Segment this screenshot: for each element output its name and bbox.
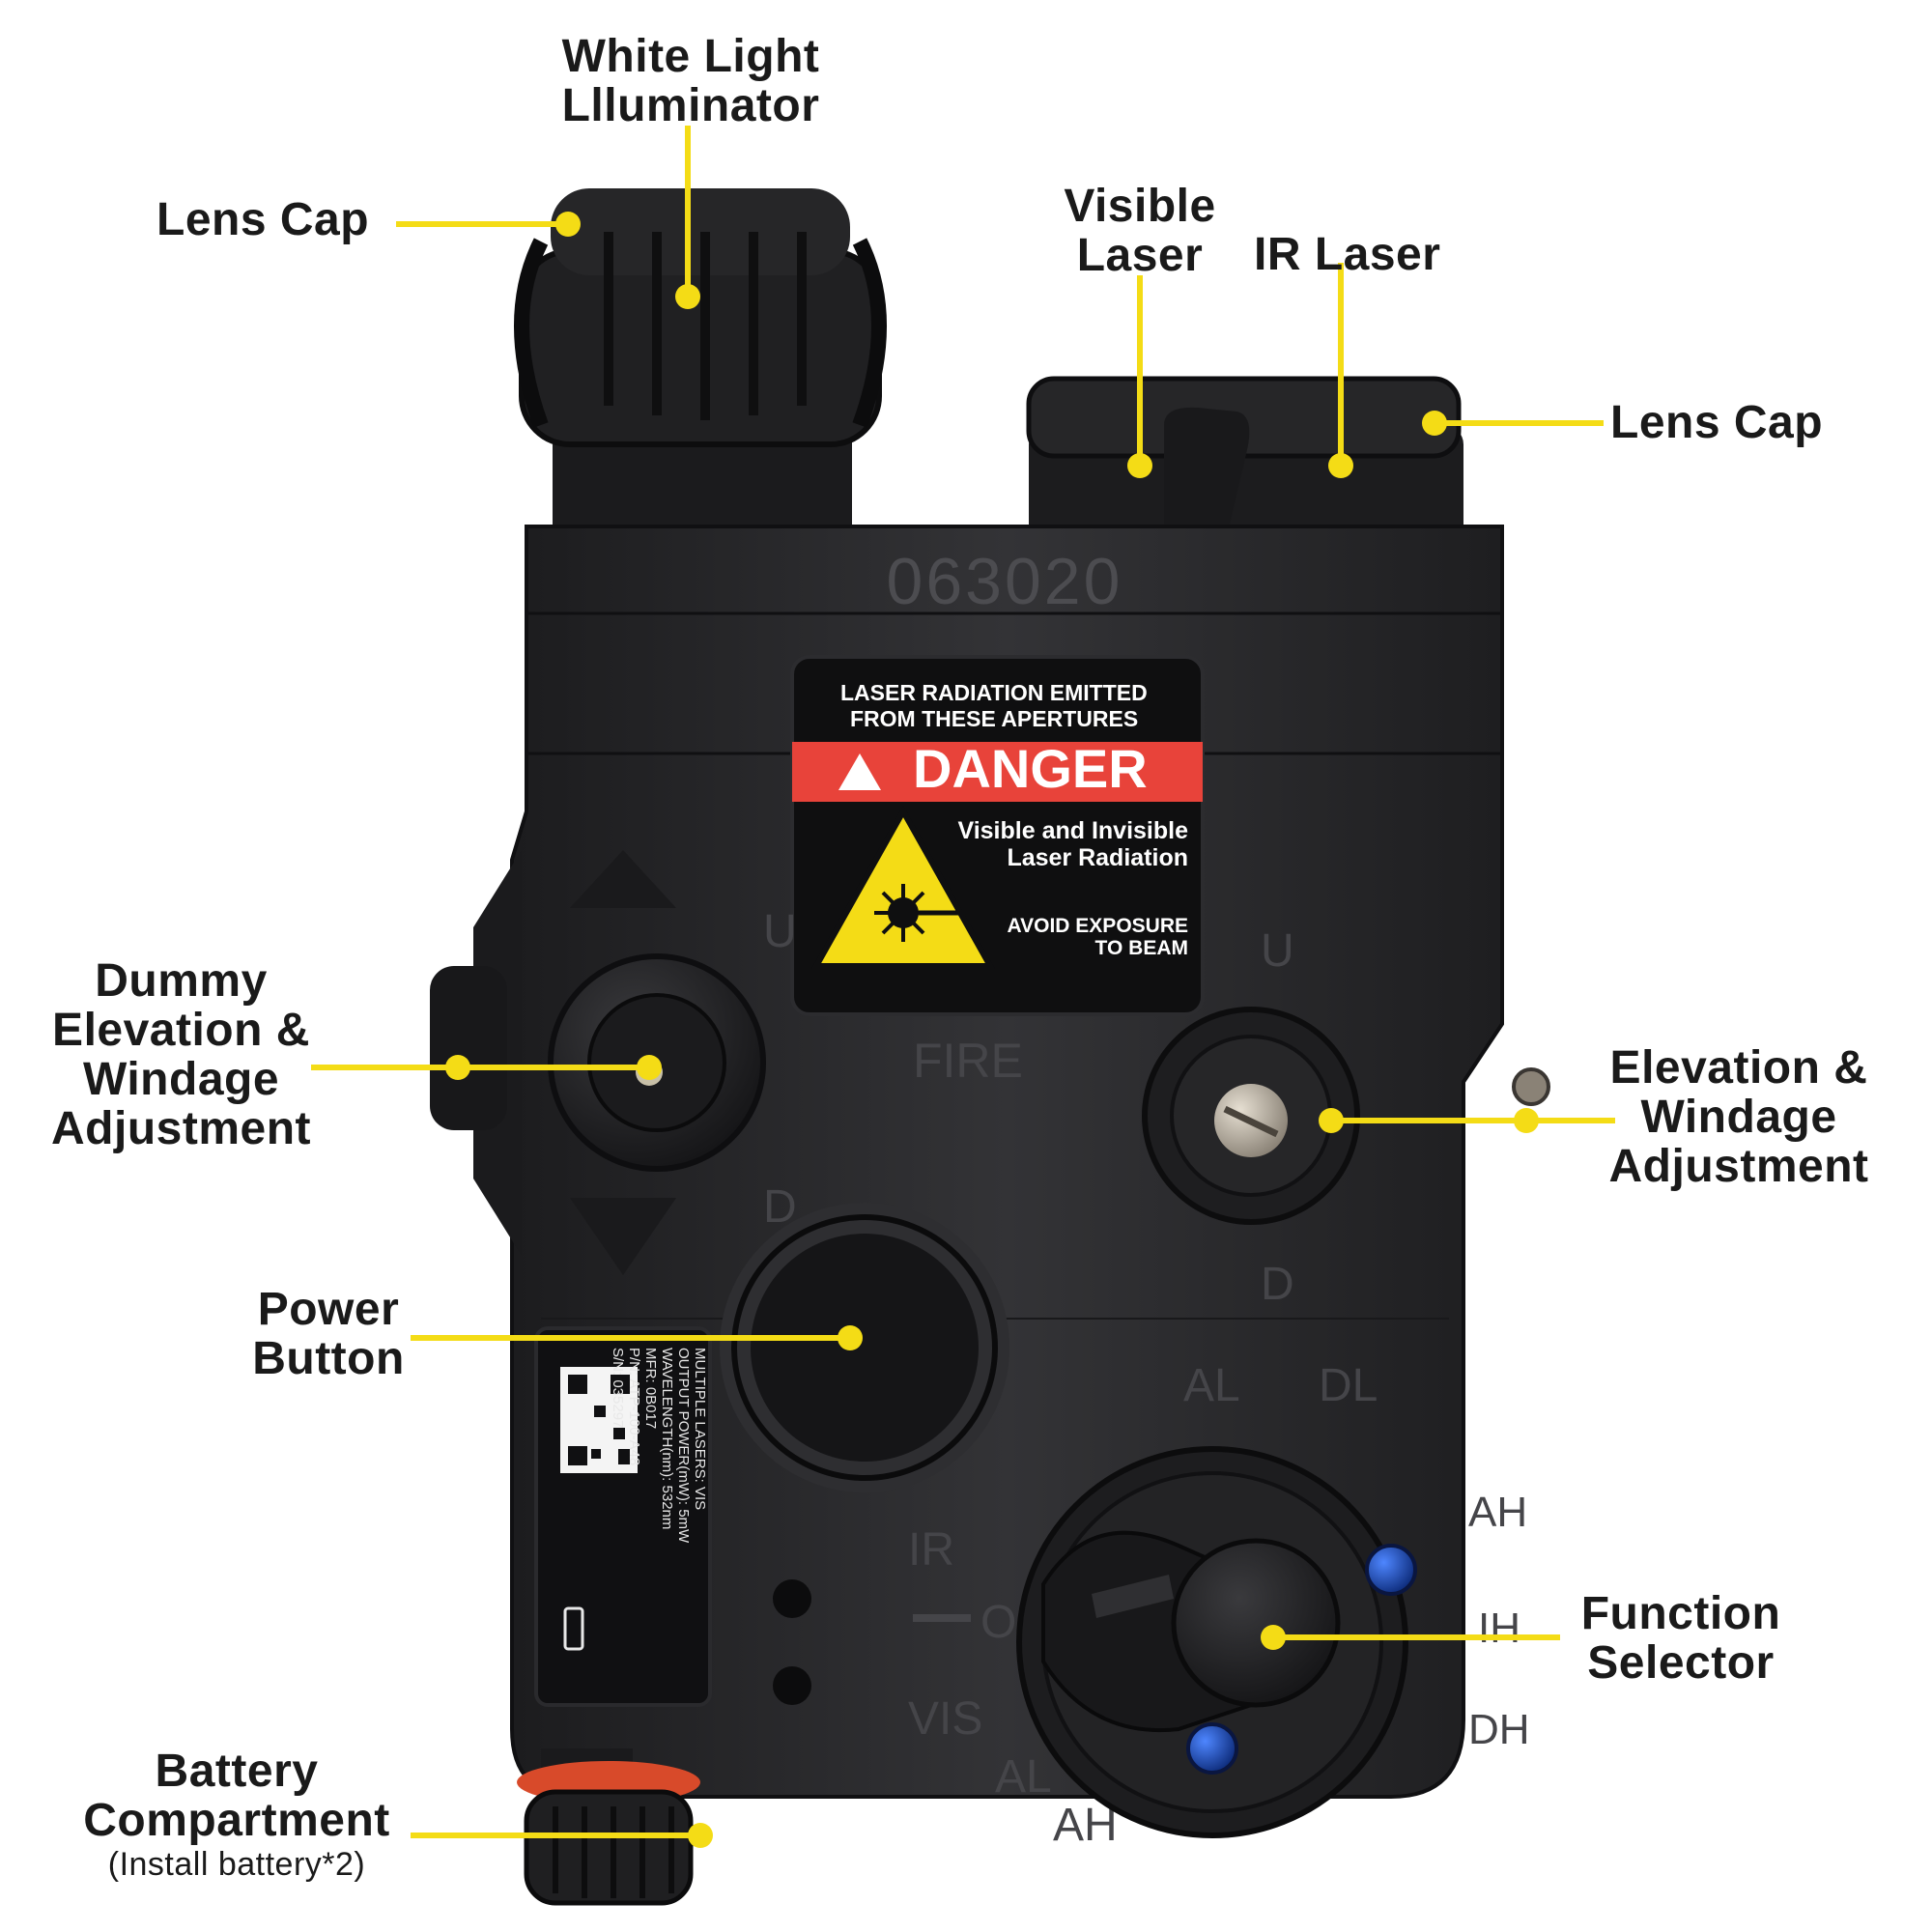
power-button-label: Power Button [252,1284,405,1384]
mode-dh: DH [1468,1706,1530,1753]
danger-triangle-icon [838,753,881,790]
mode-o: O [980,1597,1016,1648]
battery-compartment-cap [517,1748,700,1906]
warning-label: LASER RADIATION EMITTED FROM THESE APERT… [790,655,1205,1016]
warning-line-2: FROM THESE APERTURES [850,706,1138,731]
blue-screw-icon [1186,1722,1238,1775]
battery-compartment-label: Battery Compartment (Install battery*2) [72,1747,401,1884]
mode-al-bottom: AL [995,1751,1052,1803]
up-mark-left: U [763,906,797,957]
function-selector-label: Function Selector [1580,1588,1781,1689]
danger-text: DANGER [913,738,1148,799]
lens-cap-left-label: Lens Cap [156,194,370,245]
mode-ih: IH [1478,1605,1520,1652]
lens-cap-right-label: Lens Cap [1610,397,1824,448]
mode-dl: DL [1319,1360,1378,1411]
fire-mark: FIRE [913,1034,1023,1088]
blue-screw-icon [1365,1544,1417,1596]
spec-line-3: WAVELENGTH(nm): 532nm [659,1348,675,1529]
visible-laser-label: Visible Laser [1064,181,1216,281]
battery-note: (Install battery*2) [107,1846,366,1883]
radiation-line-2: Laser Radiation [1007,844,1188,871]
down-mark-right: D [1261,1259,1294,1310]
function-selector-dial [1016,1446,1417,1838]
spec-line-5: P/N: ATP-100-A48 [626,1348,642,1465]
dummy-adjustment-label: Dummy Elevation & Windage Adjustment [51,955,311,1154]
spec-line-4: MFR: 0B017 [642,1348,659,1429]
mode-ir: IR [908,1524,954,1576]
elevation-adjustment-label: Elevation & Windage Adjustment [1608,1042,1869,1192]
mode-ah-bottom: AH [1053,1800,1118,1851]
power-button-shape [720,1203,1009,1492]
spec-label: MULTIPLE LASERS: VIS OUTPUT POWER(mW): 5… [534,1326,712,1707]
white-light-label: White Light Llluminator [561,31,820,131]
elevation-adjustment [1142,1007,1360,1225]
spec-line-1: MULTIPLE LASERS: VIS [692,1348,708,1510]
mode-ah-right: AH [1468,1489,1527,1536]
avoid-line-1: AVOID EXPOSURE [1008,915,1188,937]
mode-al-top: AL [1183,1360,1240,1411]
white-light-illuminator [514,188,887,570]
serial-engraving: 063020 [887,545,1123,618]
up-mark-right: U [1261,925,1294,977]
warning-line-1: LASER RADIATION EMITTED [840,680,1148,705]
avoid-line-2: TO BEAM [1095,937,1188,959]
radiation-line-1: Visible and Invisible [957,817,1188,844]
spec-line-6: S/N: 035297 [610,1348,626,1428]
spec-line-2: OUTPUT POWER(mW): 5mW [675,1348,692,1544]
mode-vis: VIS [908,1693,982,1745]
ir-laser-label: IR Laser [1254,229,1441,280]
leader-lines [311,126,1615,1848]
battery-icon [563,1606,584,1651]
